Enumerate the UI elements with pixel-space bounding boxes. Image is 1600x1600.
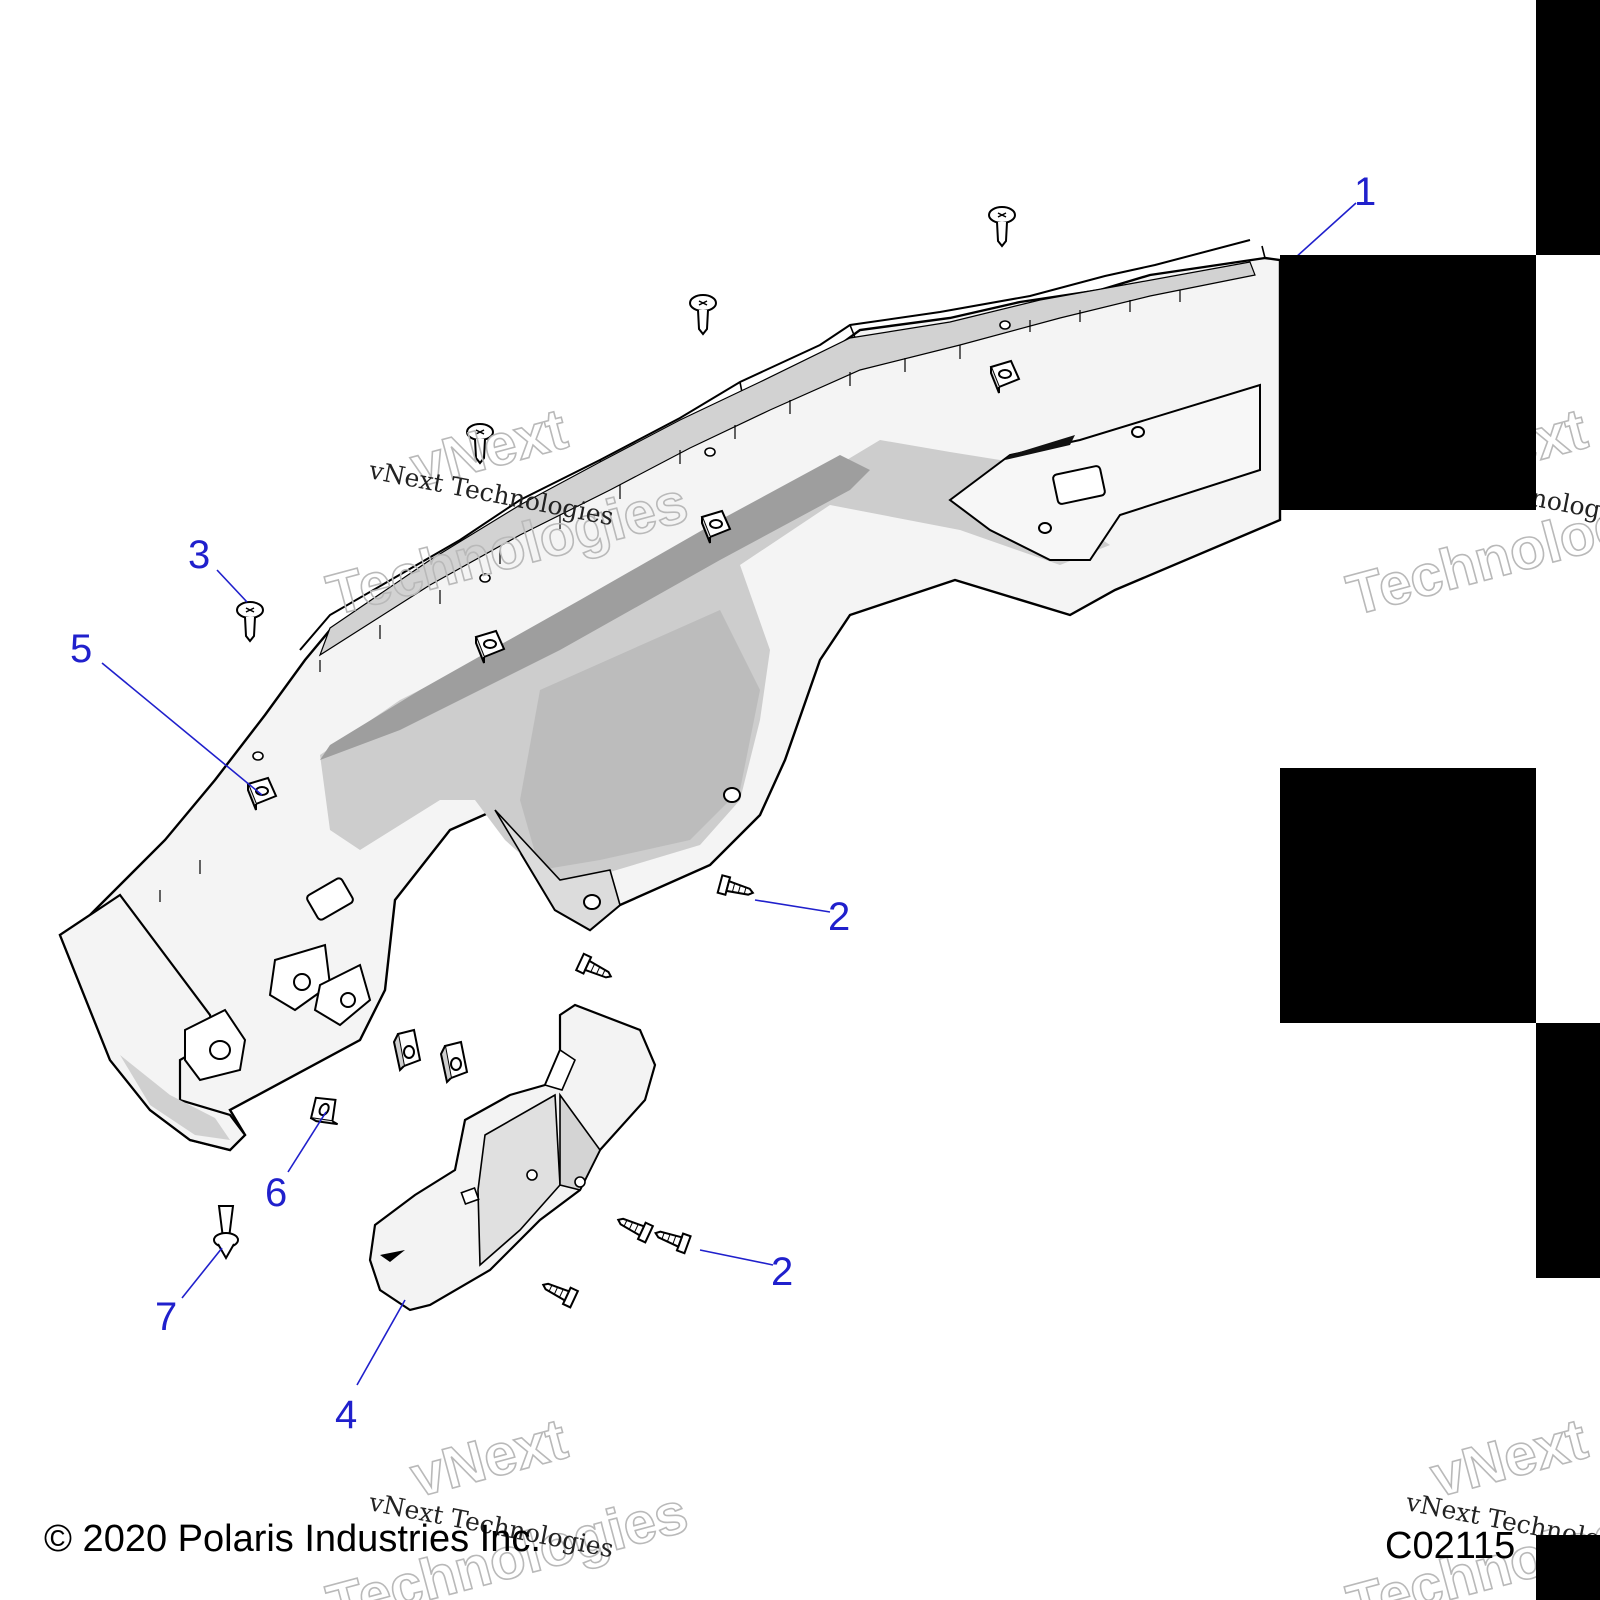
screw-icon (651, 1223, 692, 1255)
screw-icon (613, 1210, 654, 1244)
callout-2a: 2 (828, 895, 850, 939)
screw-icon (236, 601, 264, 642)
clip-nut-icon (440, 1041, 468, 1083)
screw-icon (988, 206, 1016, 247)
main-dash-panel (58, 239, 1282, 1152)
svg-text:vNext: vNext (404, 1406, 573, 1510)
figure-code: C02115 (1385, 1525, 1516, 1567)
screw-icon (716, 874, 757, 903)
clip-nut-icon (304, 1089, 349, 1133)
callout-2b: 2 (771, 1250, 793, 1294)
callout-3: 3 (188, 533, 210, 577)
fasteners (213, 206, 1020, 1309)
watermark-bottom-left: vNext Technologies vNext Technologies (320, 1406, 695, 1600)
push-rivet-icon (213, 1205, 239, 1261)
lower-cover-guard (368, 1003, 657, 1312)
callout-5: 5 (70, 627, 92, 671)
callout-1: 1 (1354, 170, 1376, 214)
screw-icon (689, 294, 717, 335)
clip-nut-icon (393, 1029, 421, 1071)
copyright-notice: © 2020 Polaris Industries Inc. (44, 1518, 541, 1560)
screw-icon (538, 1275, 579, 1309)
callout-4: 4 (335, 1393, 357, 1437)
redaction-blocks (1280, 0, 1600, 1600)
callout-6: 6 (265, 1171, 287, 1215)
callout-7: 7 (155, 1295, 177, 1339)
callouts: 1 2 2 3 4 5 6 7 (70, 170, 1376, 1437)
screw-icon (575, 952, 616, 986)
leader-lines (101, 202, 1357, 1386)
